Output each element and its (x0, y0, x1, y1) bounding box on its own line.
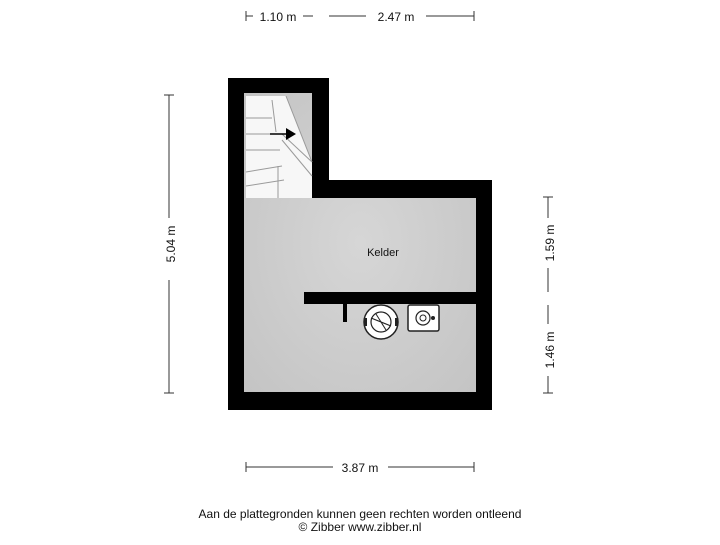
dimension-left (164, 94, 174, 394)
boiler-icon (363, 304, 399, 340)
footer-disclaimer: Aan de plattegronden kunnen geen rechten… (198, 507, 522, 521)
staircase (245, 95, 313, 198)
dimension-left-height: 5.04 m (164, 226, 178, 263)
dimension-bottom-width: 3.87 m (342, 461, 379, 475)
footer-credit: © Zibber www.zibber.nl (298, 520, 422, 534)
dimension-top-left: 1.10 m (260, 10, 297, 24)
partition-stub (343, 304, 347, 322)
dimension-top-right: 2.47 m (378, 10, 415, 24)
room-label-kelder: Kelder (367, 247, 399, 259)
stair-direction-arrow-icon (286, 128, 296, 140)
dimension-top (245, 11, 475, 21)
dimension-bottom (245, 462, 475, 472)
appliance-icon (407, 304, 440, 332)
dimension-right (543, 196, 553, 394)
dimension-right-lower: 1.46 m (543, 332, 557, 369)
dimension-right-upper: 1.59 m (543, 225, 557, 262)
partition-wall (304, 292, 476, 304)
